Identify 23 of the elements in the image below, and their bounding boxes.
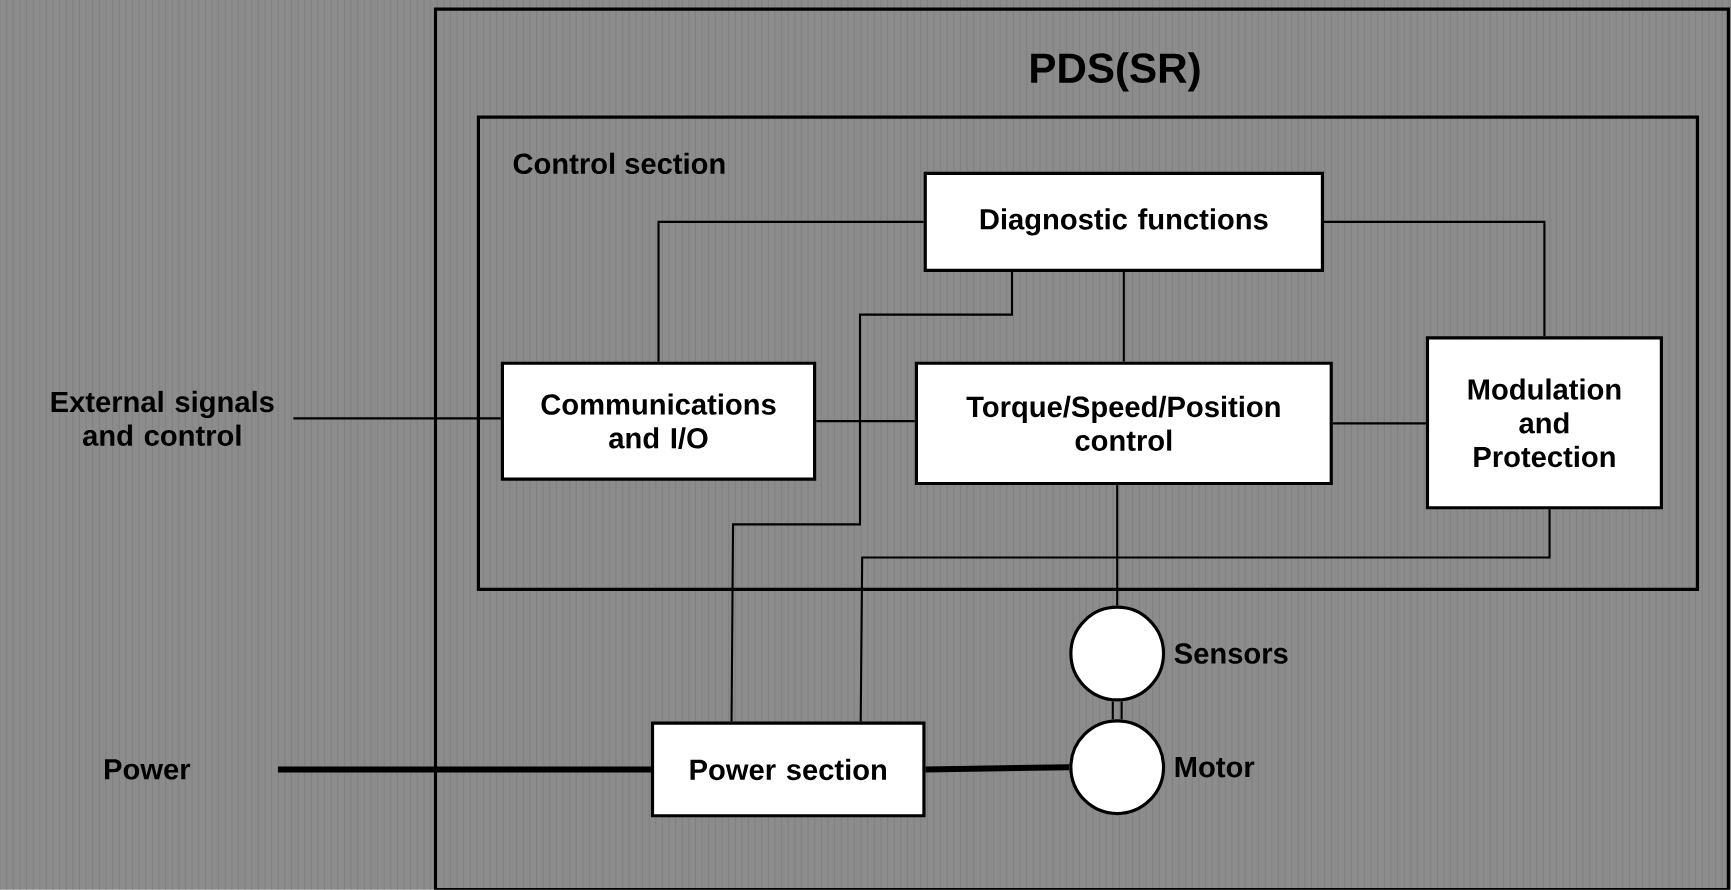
process-box: Modulation and Protection bbox=[1425, 336, 1663, 510]
connector-line bbox=[293, 417, 501, 420]
process-box: Diagnostic functions bbox=[923, 171, 1324, 273]
circle-symbol bbox=[1069, 719, 1166, 816]
process-box: Torque/Speed/Position control bbox=[914, 361, 1333, 486]
connector-line bbox=[730, 272, 1014, 722]
connector-line bbox=[859, 509, 1551, 722]
connector-line bbox=[1122, 272, 1125, 362]
connector-line bbox=[657, 220, 924, 362]
circle-symbol bbox=[1069, 605, 1166, 702]
connector-line bbox=[816, 420, 915, 423]
connector-line bbox=[1116, 485, 1119, 606]
circle-label: Sensors bbox=[1174, 643, 1288, 664]
connector-line bbox=[1111, 700, 1123, 721]
connector-line bbox=[1324, 220, 1546, 337]
signal-label: Power bbox=[105, 759, 191, 780]
connector-line bbox=[925, 764, 1070, 773]
circle-label: Motor bbox=[1175, 757, 1255, 778]
signal-label: External signals and control bbox=[51, 390, 274, 447]
process-box: Communications and I/O bbox=[500, 361, 817, 481]
connector-line bbox=[277, 766, 651, 773]
connector-line bbox=[1332, 422, 1426, 425]
process-box: Power section bbox=[650, 721, 926, 818]
